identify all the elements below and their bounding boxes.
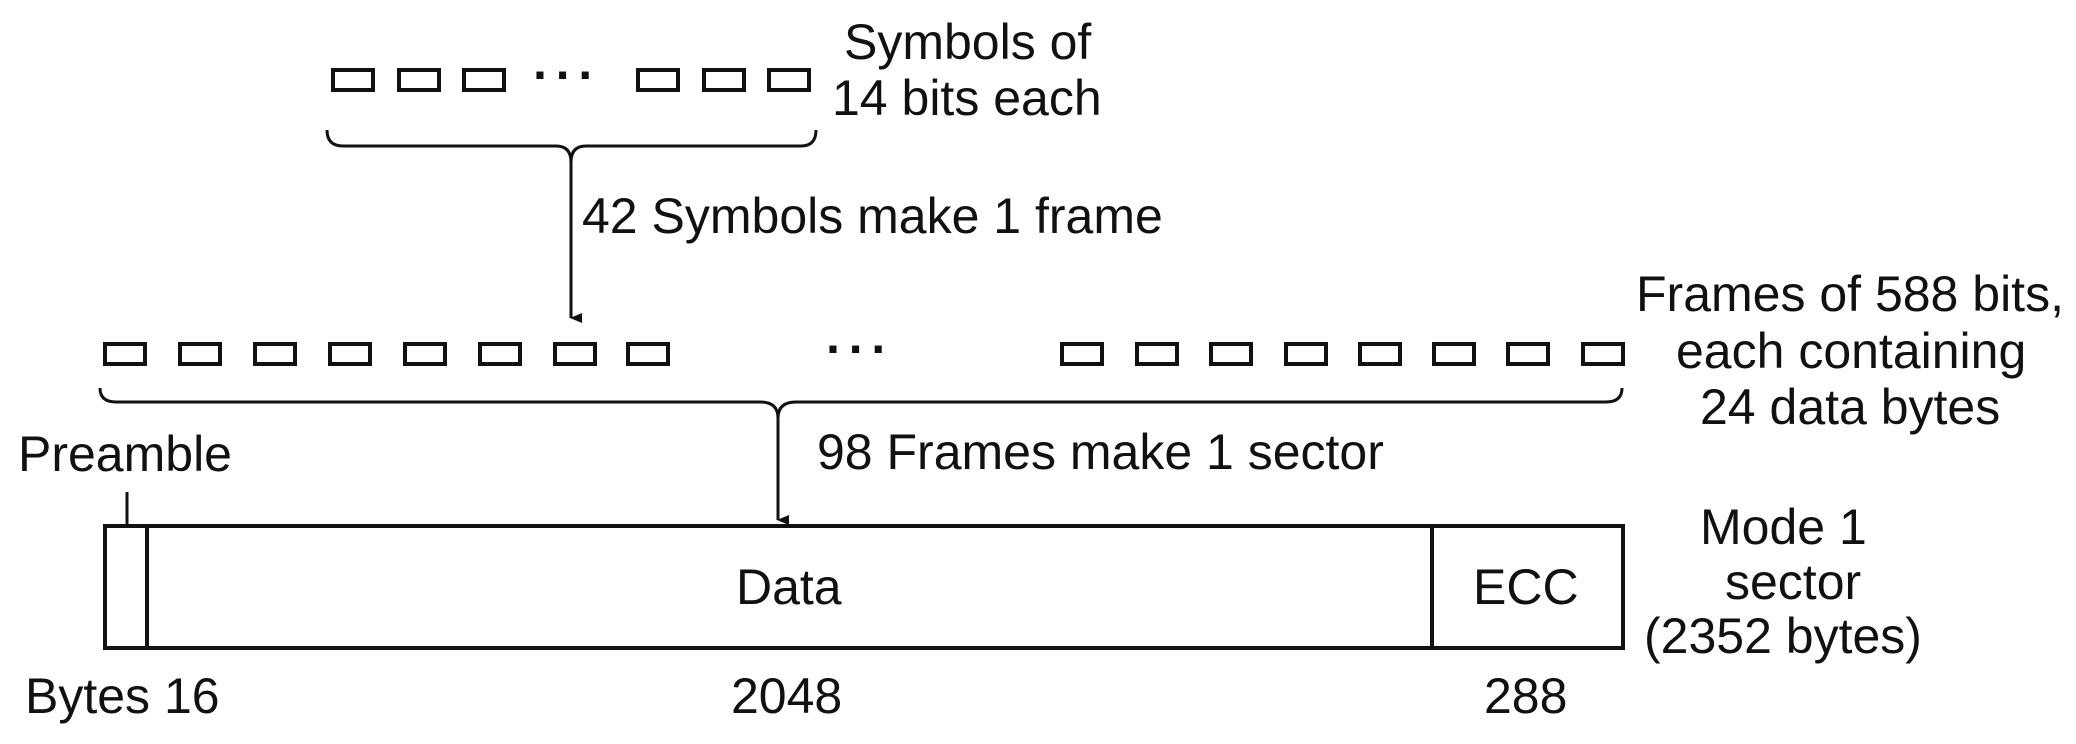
frame-box: [1209, 342, 1253, 366]
frame-box: [253, 342, 297, 366]
symbol-box: [397, 68, 441, 92]
symbol-brace: [325, 129, 818, 163]
symbol-ellipsis: ···: [533, 47, 601, 103]
frame-box: [1135, 342, 1179, 366]
frame-brace: [98, 387, 1624, 419]
frame-box: [1284, 342, 1328, 366]
frame-box: [1358, 342, 1402, 366]
sector-box: [103, 524, 1625, 650]
frame-box: [178, 342, 222, 366]
data-field-label: Data: [736, 559, 842, 615]
frame-box: [1060, 342, 1104, 366]
mode-label-line2: sector: [1725, 554, 1861, 610]
frame-box: [1432, 342, 1476, 366]
mode-label-line1: Mode 1: [1700, 499, 1867, 555]
symbol-row: ···: [331, 47, 811, 103]
symbol-box: [767, 68, 811, 92]
frame-step-label: 42 Symbols make 1 frame: [582, 188, 1163, 244]
symbol-box: [702, 68, 746, 92]
frame-ellipsis: ···: [826, 321, 894, 377]
frame-box: [1581, 342, 1625, 366]
symbols-label-line2: 14 bits each: [832, 70, 1102, 126]
frame-box: [1506, 342, 1550, 366]
symbol-box: [462, 68, 506, 92]
preamble-label: Preamble: [18, 426, 232, 482]
frame-box: [328, 342, 372, 366]
mode-label-line3: (2352 bytes): [1644, 608, 1922, 664]
bytes-label: Bytes 16: [25, 668, 220, 724]
ecc-field-label: ECC: [1473, 559, 1579, 615]
frame-box: [553, 342, 597, 366]
frames-label-line3: 24 data bytes: [1700, 379, 2000, 435]
frame-box: [478, 342, 522, 366]
symbol-box: [331, 68, 375, 92]
ecc-bytes-value: 288: [1484, 668, 1567, 724]
frame-row: ···: [103, 321, 1625, 377]
frame-box: [103, 342, 147, 366]
frame-box: [626, 342, 670, 366]
symbols-label-line1: Symbols of: [844, 14, 1091, 70]
data-bytes-value: 2048: [731, 668, 842, 724]
frame-box: [403, 342, 447, 366]
frames-label-line2: each containing: [1676, 323, 2026, 379]
frames-label-line1: Frames of 588 bits,: [1636, 266, 2064, 322]
sector-step-label: 98 Frames make 1 sector: [817, 424, 1384, 480]
symbol-box: [636, 68, 680, 92]
